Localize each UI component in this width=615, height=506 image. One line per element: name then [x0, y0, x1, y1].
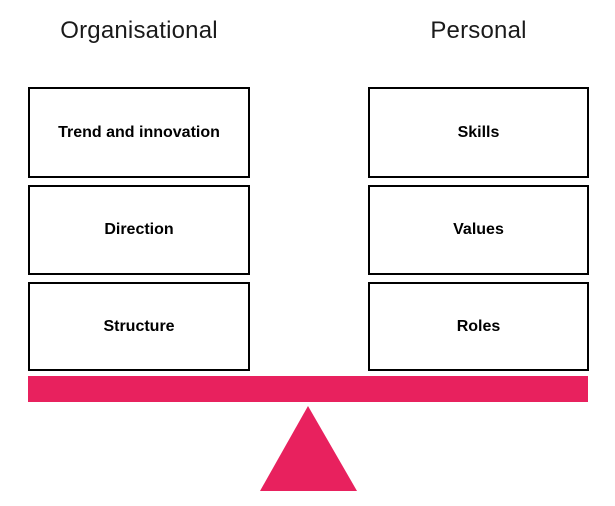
- box-skills: Skills: [368, 87, 589, 178]
- box-label: Values: [453, 221, 504, 238]
- balance-beam: [28, 376, 588, 402]
- heading-organisational: Organisational: [60, 17, 218, 44]
- box-direction: Direction: [28, 185, 250, 275]
- box-label: Roles: [456, 317, 501, 335]
- box-label: Structure: [103, 317, 175, 335]
- box-roles: Roles: [368, 282, 589, 371]
- box-trend-and-innovation: Trend and innovation: [28, 87, 250, 178]
- box-values: Values: [368, 185, 589, 275]
- box-label: Skills: [457, 123, 500, 141]
- box-label: Direction: [104, 221, 174, 238]
- box-label: Trend and innovation: [58, 123, 220, 141]
- heading-personal: Personal: [430, 17, 527, 44]
- box-structure: Structure: [28, 282, 250, 371]
- fulcrum-triangle-icon: [260, 406, 357, 491]
